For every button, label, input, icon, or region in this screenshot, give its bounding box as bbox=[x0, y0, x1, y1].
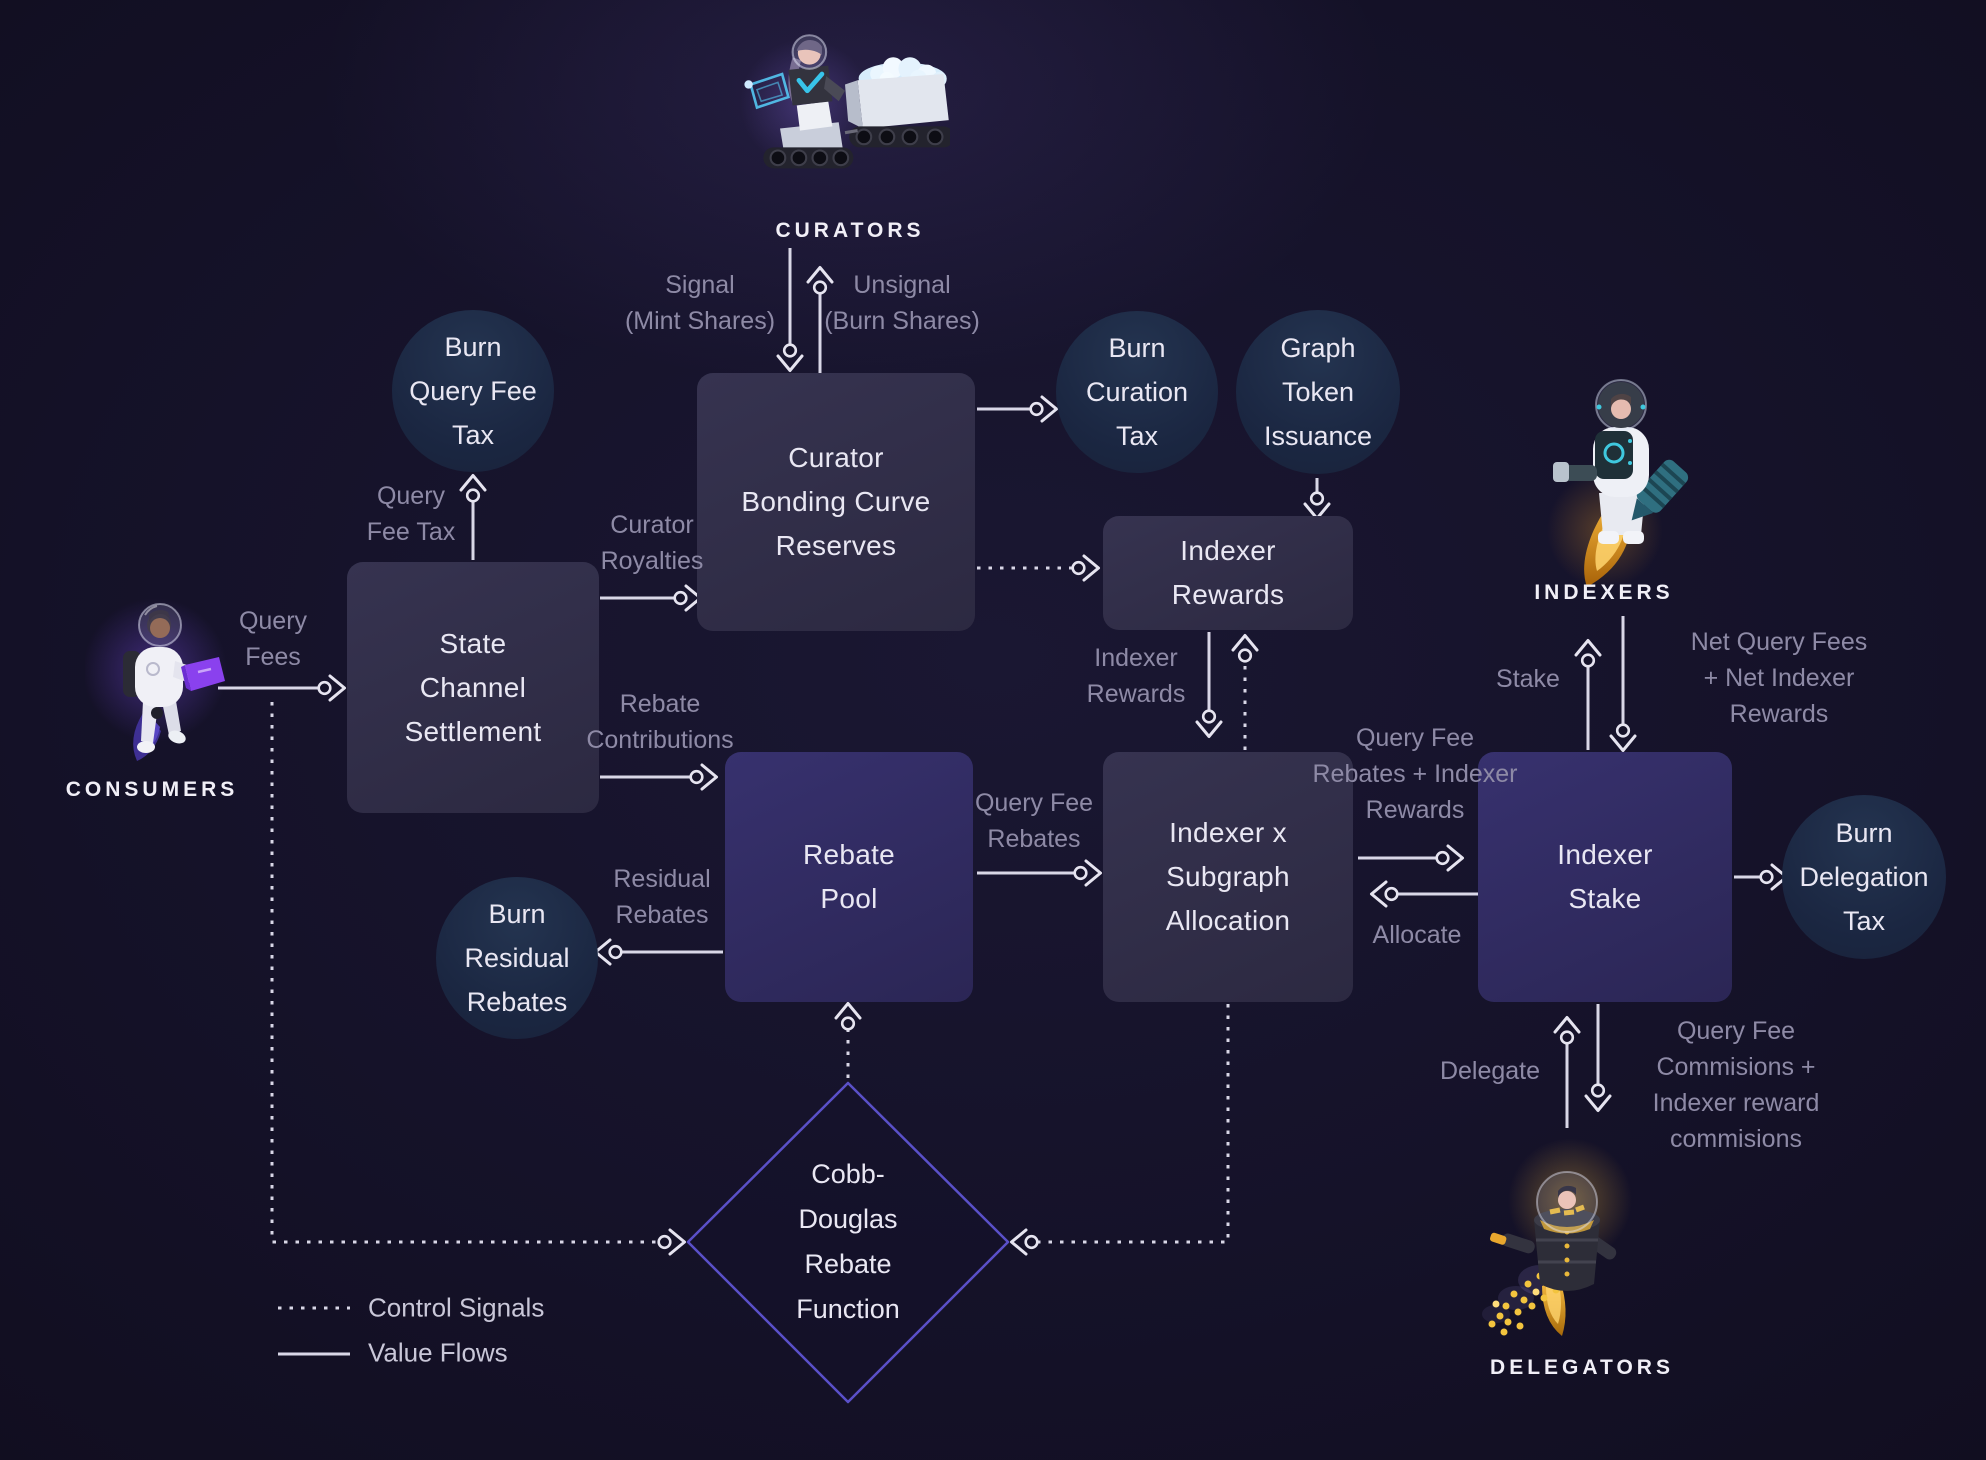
node-indexer-stake: Indexer Stake bbox=[1478, 752, 1732, 1002]
circle-burn-curation-tax: Burn Curation Tax bbox=[1056, 311, 1218, 473]
circle-label: Burn Query Fee Tax bbox=[409, 332, 537, 450]
flow-label-net-query-fees: Net Query Fees + Net Indexer Rewards bbox=[1690, 628, 1868, 728]
flow-label-delegate: Delegate bbox=[1439, 1057, 1541, 1085]
indexers-astronaut-drill-icon bbox=[1547, 379, 1689, 588]
flow-label-allocate: Allocate bbox=[1372, 921, 1462, 949]
flow-label-query-fee-tax: Query Fee Tax bbox=[366, 482, 456, 546]
curator-rover bbox=[763, 34, 858, 169]
node-label: Indexer Stake bbox=[1557, 839, 1653, 914]
circle-burn-query-fee-tax: Burn Query Fee Tax bbox=[392, 310, 554, 472]
legend-control-signals: Control Signals bbox=[368, 1292, 545, 1323]
circle-label: Burn Delegation Tax bbox=[1799, 818, 1929, 936]
coin-spray bbox=[1488, 1270, 1560, 1336]
flow-label-indexer-rewards: Indexer Rewards bbox=[1086, 644, 1186, 708]
flow-label-signal: Signal (Mint Shares) bbox=[624, 271, 776, 335]
node-indexer-subgraph-allocation: Indexer x Subgraph Allocation bbox=[1103, 752, 1353, 1002]
circle-label: Burn Curation Tax bbox=[1085, 333, 1189, 451]
flow-label-query-fees: Query Fees bbox=[238, 607, 308, 671]
circle-graph-token-issuance: Graph Token Issuance bbox=[1236, 310, 1400, 474]
circle-label: Burn Residual Rebates bbox=[464, 899, 570, 1017]
flow-label-unsignal: Unsignal (Burn Shares) bbox=[824, 271, 980, 335]
legend-value-flows: Value Flows bbox=[368, 1337, 508, 1368]
curators-rover-cart-icon bbox=[740, 34, 950, 169]
flow-label-residual-rebates: Residual Rebates bbox=[613, 865, 711, 929]
delegators-label: DELEGATORS bbox=[1490, 1356, 1674, 1379]
flow-label-delegation-commissions: Query Fee Commisions + Indexer reward co… bbox=[1652, 1017, 1820, 1153]
cobb-douglas-label: Cobb- Douglas Rebate Function bbox=[796, 1159, 900, 1324]
node-label: Indexer x Subgraph Allocation bbox=[1165, 817, 1291, 936]
flow-label-stake: Stake bbox=[1496, 665, 1560, 693]
flow-label-curator-royalties: Curator Royalties bbox=[600, 511, 704, 575]
circle-label: Graph Token Issuance bbox=[1263, 333, 1373, 451]
curators-label: CURATORS bbox=[775, 219, 925, 242]
consumers-astronaut-icon bbox=[85, 598, 227, 761]
node-rebate-pool: Rebate Pool bbox=[725, 752, 973, 1002]
cobb-douglas-diamond bbox=[686, 1081, 1010, 1404]
delegators-pod-coins-icon bbox=[1482, 1138, 1632, 1336]
node-label: Rebate Pool bbox=[802, 839, 896, 914]
node-curator-bonding-curve-reserves: Curator Bonding Curve Reserves bbox=[697, 373, 975, 631]
indexers-label: INDEXERS bbox=[1534, 581, 1674, 604]
flow-label-query-fee-rebates: Query Fee Rebates bbox=[974, 789, 1094, 853]
circle-burn-delegation-tax: Burn Delegation Tax bbox=[1782, 795, 1946, 959]
circle-burn-residual-rebates: Burn Residual Rebates bbox=[436, 877, 598, 1039]
consumers-label: CONSUMERS bbox=[65, 778, 239, 801]
node-indexer-rewards: Indexer Rewards bbox=[1103, 516, 1353, 630]
crystal-cart bbox=[845, 57, 950, 148]
node-state-channel-settlement: State Channel Settlement bbox=[347, 562, 599, 813]
drill bbox=[1631, 459, 1689, 521]
node-label: Indexer Rewards bbox=[1171, 535, 1285, 610]
control-allocation-to-diamond bbox=[1010, 1004, 1230, 1256]
flow-label-rebates-plus-rewards: Query Fee Rebates + Indexer Rewards bbox=[1312, 724, 1518, 824]
node-label: State Channel Settlement bbox=[404, 627, 542, 747]
flow-label-rebate-contributions: Rebate Contributions bbox=[586, 690, 734, 754]
node-label: Curator Bonding Curve Reserves bbox=[741, 442, 931, 561]
